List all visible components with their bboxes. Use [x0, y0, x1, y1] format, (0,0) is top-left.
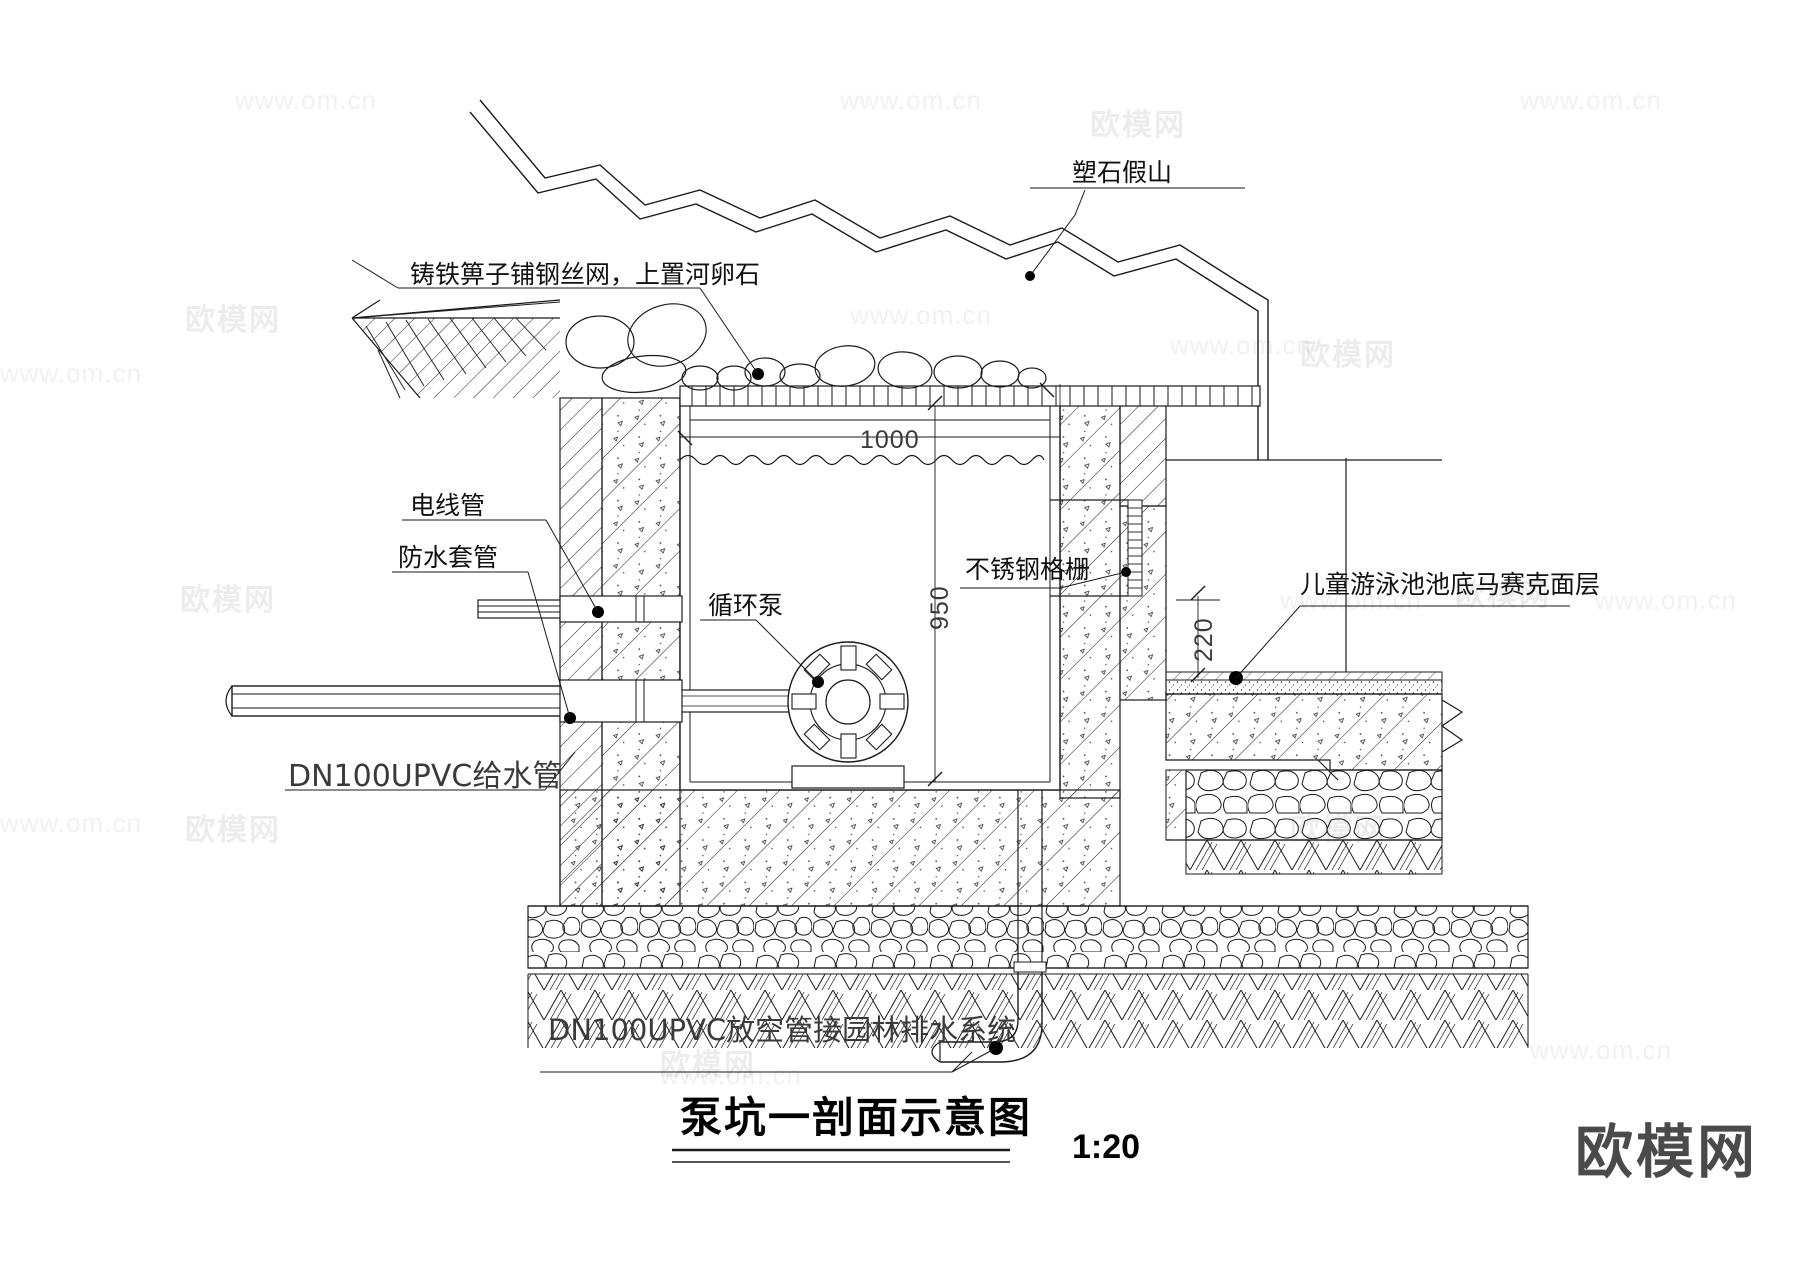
label-drain-pipe: DN100UPVC放空管接园林排水系统: [548, 1013, 1017, 1047]
dimension-width-top: 1000: [860, 426, 920, 454]
drawing-title: 泵坑一剖面示意图: [680, 1093, 1033, 1142]
label-stainless-grille: 不锈钢格栅: [965, 555, 1091, 584]
label-rockery: 塑石假山: [1072, 158, 1173, 187]
brand-wordmark: 欧模网: [1574, 1118, 1758, 1186]
dimension-pit-depth: 950: [926, 585, 954, 630]
label-waterproof-sleeve: 防水套管: [398, 543, 499, 572]
label-grating-cover: 铸铁箅子铺钢丝网，上置河卵石: [410, 260, 761, 289]
dimension-pool-slab: 220: [1190, 617, 1218, 662]
label-electric-conduit: 电线管: [410, 491, 486, 520]
label-pool-mosaic: 儿童游泳池池底马赛克面层: [1300, 570, 1601, 599]
label-circulation-pump: 循环泵: [708, 591, 784, 620]
drawing-scale: 1:20: [1072, 1128, 1141, 1166]
label-supply-pipe: DN100UPVC给水管: [288, 759, 563, 794]
